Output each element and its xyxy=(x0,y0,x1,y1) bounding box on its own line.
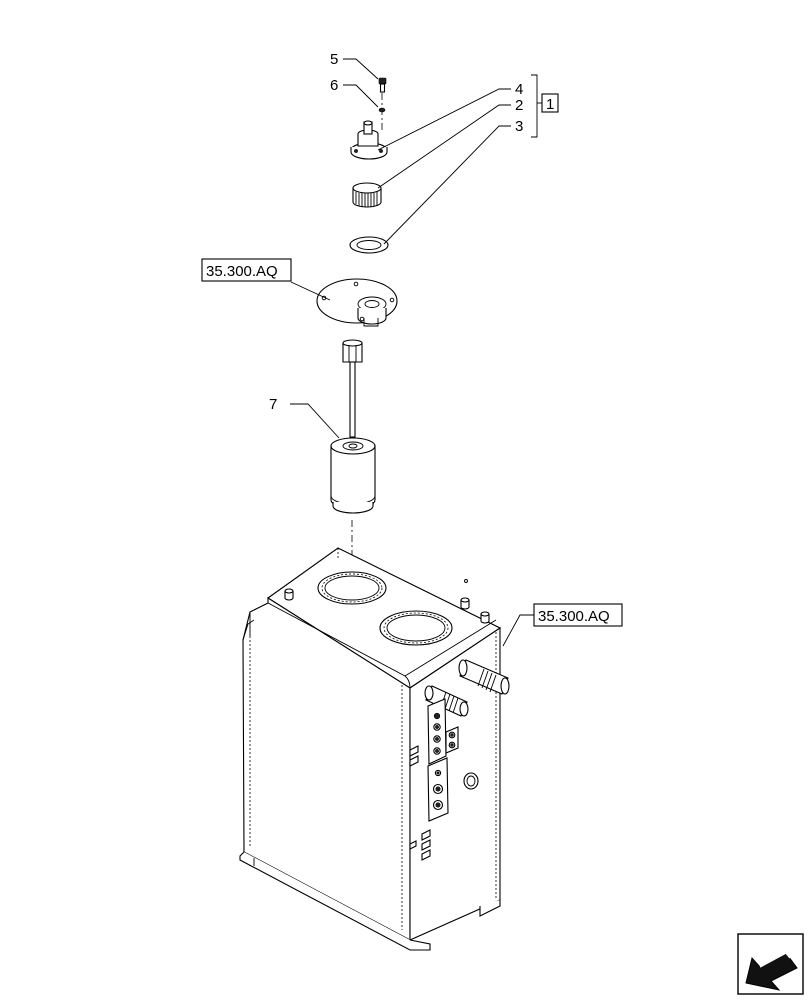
part-filter-element[interactable] xyxy=(352,182,382,208)
part-screw[interactable] xyxy=(378,77,387,93)
callout-1: 1 xyxy=(546,96,554,113)
kit-group-box[interactable]: 1 xyxy=(541,93,559,113)
part-washer[interactable] xyxy=(378,107,386,113)
leader-lines xyxy=(290,58,542,647)
hydraulic-tank[interactable] xyxy=(239,547,510,951)
callout-7: 7 xyxy=(269,396,277,413)
callout-5: 5 xyxy=(330,51,338,68)
callout-4: 4 xyxy=(515,81,523,98)
part-filter-cover[interactable] xyxy=(350,120,388,160)
callout-2: 2 xyxy=(515,97,523,114)
part-gasket[interactable] xyxy=(349,236,389,254)
part-hex-adapter[interactable] xyxy=(342,339,363,438)
callout-6: 6 xyxy=(330,77,338,94)
arrow-previous-icon[interactable] xyxy=(737,933,804,995)
reference-box-tank[interactable]: 35.300.AQ xyxy=(533,603,623,627)
part-filter-cartridge[interactable] xyxy=(330,437,376,514)
callout-3: 3 xyxy=(515,118,523,135)
reference-label-flange: 35.300.AQ xyxy=(206,263,278,280)
reference-box-flange[interactable]: 35.300.AQ xyxy=(201,258,292,282)
part-flange-plate[interactable] xyxy=(316,278,398,327)
reference-label-tank: 35.300.AQ xyxy=(538,608,610,625)
